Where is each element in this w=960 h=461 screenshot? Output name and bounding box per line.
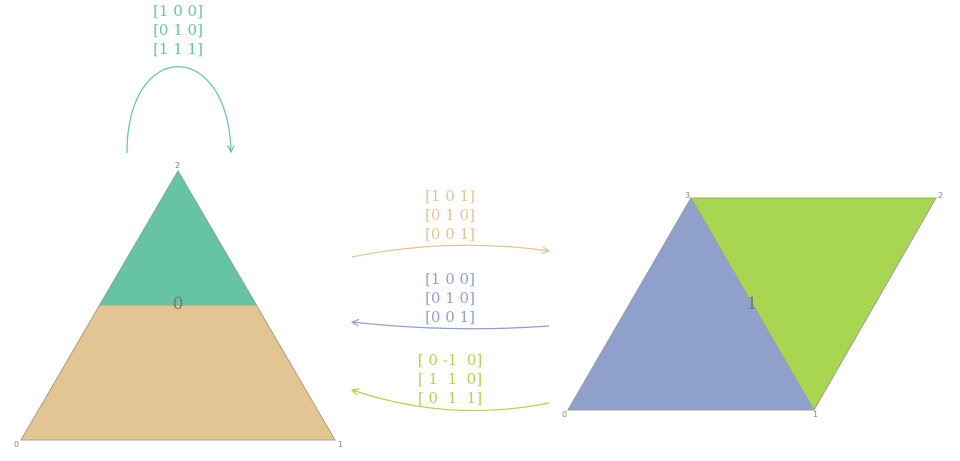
left-bottom-region [20,305,336,441]
right-vertex-label-0: 0 [562,410,567,419]
right-to-left-a-matrix-row-2: [0 1 0] [425,289,475,307]
right-to-left-a-curve [352,322,550,330]
left-to-right-matrix-row-3: [0 0 1] [425,225,475,243]
right-to-left-b-matrix-row-1: [ 0 -1 0] [418,351,482,369]
right-to-left-a-matrix-row-3: [0 0 1] [425,308,475,326]
left-to-right-arrow: [1 0 1] [0 1 0] [0 0 1] [351,187,549,258]
right-vertex-label-2: 2 [938,191,943,200]
self-loop-arrow: [1 0 0] [0 1 0] [1 1 1] [126,2,231,154]
right-to-left-arrow-a: [1 0 0] [0 1 0] [0 0 1] [352,270,550,330]
right-to-left-arrow-b: [ 0 -1 0] [ 1 1 0] [ 0 1 1] [352,351,550,412]
right-vertex-label-3: 3 [685,191,690,200]
left-vertex-label-0: 0 [14,440,19,449]
left-to-right-curve [351,244,549,258]
self-loop-matrix-row-2: [0 1 0] [153,21,203,39]
left-cell-label: 0 [173,294,184,314]
left-to-right-matrix-row-1: [1 0 1] [425,187,475,205]
left-vertex-label-1: 1 [338,440,343,449]
self-loop-curve [126,66,231,154]
right-vertex-label-1: 1 [813,410,818,419]
left-complex: 0 0 1 2 [14,161,343,449]
self-loop-matrix-row-3: [1 1 1] [153,40,203,58]
right-complex: 1 0 1 2 3 [562,191,943,419]
right-cell-label: 1 [747,294,758,314]
left-top-region [98,170,258,307]
right-to-left-a-matrix-row-1: [1 0 0] [425,270,475,288]
right-to-left-b-matrix-row-3: [ 0 1 1] [418,389,482,407]
left-to-right-matrix-row-2: [0 1 0] [425,206,475,224]
self-loop-matrix-row-1: [1 0 0] [153,2,203,20]
right-to-left-b-matrix-row-2: [ 1 1 0] [418,370,482,388]
right-to-left-b-curve [352,390,550,412]
left-vertex-label-2: 2 [175,161,180,170]
right-diagonal-edge [690,197,815,411]
right-outline [567,197,937,411]
left-outline [20,170,336,441]
